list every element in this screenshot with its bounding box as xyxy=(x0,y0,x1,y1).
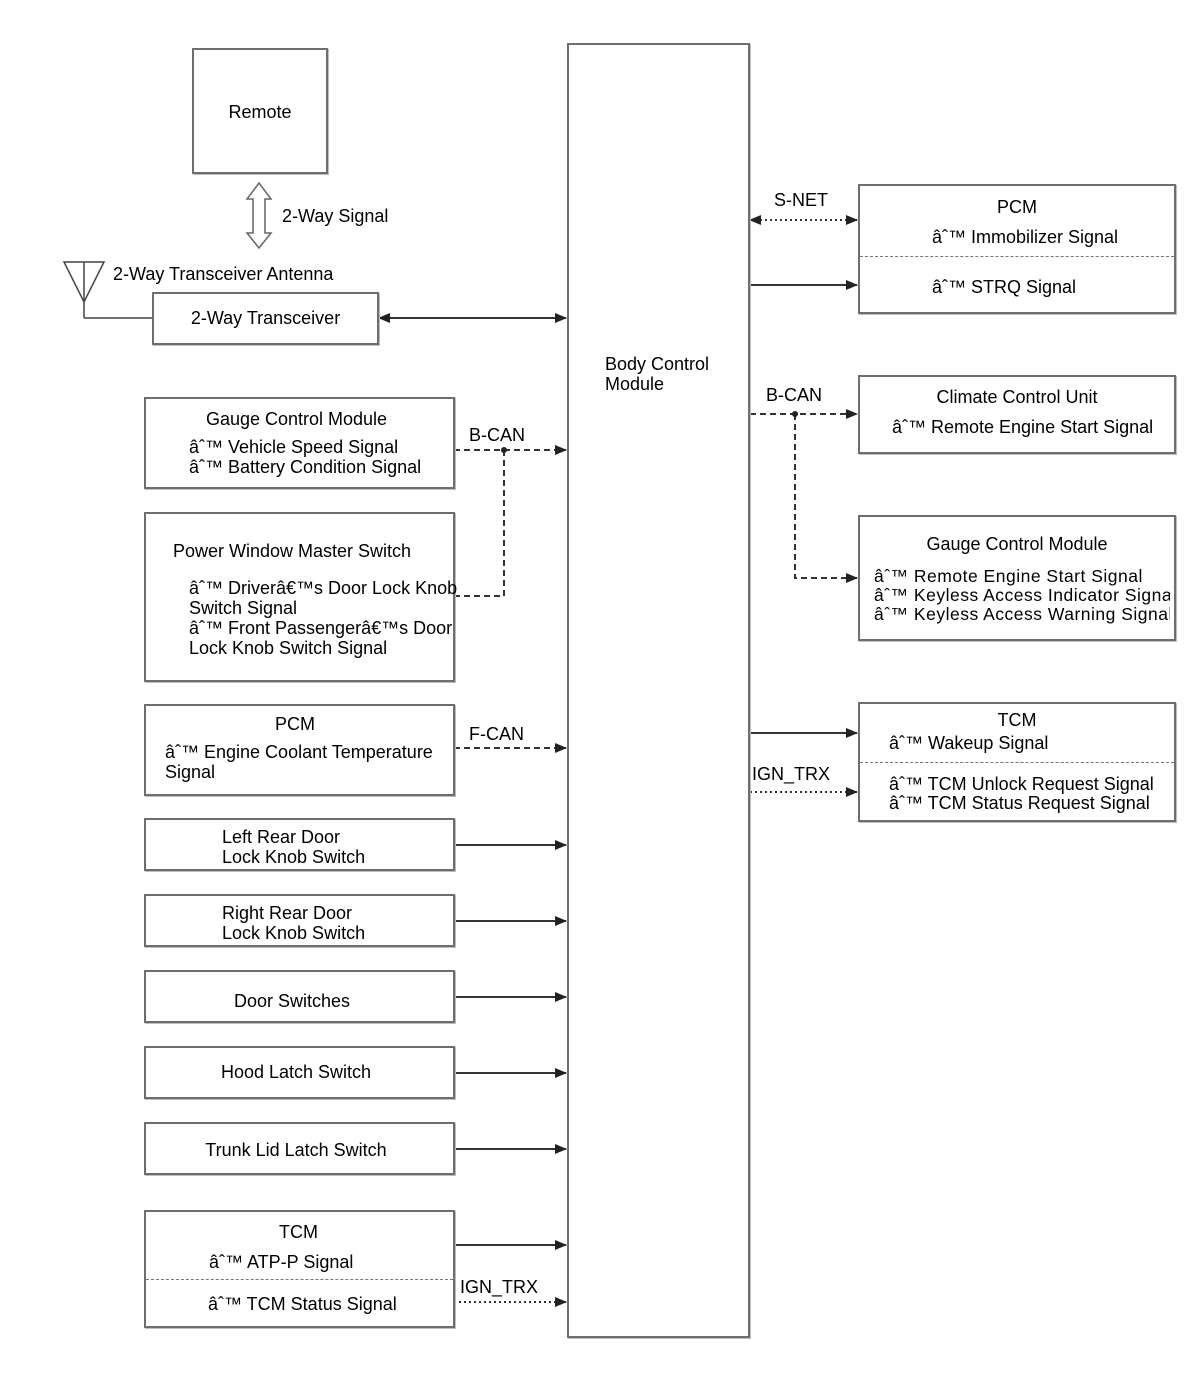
right-ign-trx-label: IGN_TRX xyxy=(752,764,831,784)
left-pcm-title: PCM xyxy=(275,714,315,734)
left-ign-trx-label: IGN_TRX xyxy=(460,1277,539,1297)
trunk-title: Trunk Lid Latch Switch xyxy=(205,1140,387,1160)
left-gauge-title: Gauge Control Module xyxy=(205,409,388,429)
doorsw-box: Door Switches xyxy=(144,970,455,1023)
left-tcm-line-1: âˆ™ ATP-P Signal xyxy=(209,1252,354,1272)
antenna-label: 2-Way Transceiver Antenna xyxy=(113,264,334,284)
pwms-title: Power Window Master Switch xyxy=(173,541,412,561)
left-pcm-line-1: âˆ™ Engine Coolant Temperature xyxy=(165,742,433,762)
climate-line-1: âˆ™ Remote Engine Start Signal xyxy=(892,417,1154,437)
remote-box: Remote xyxy=(192,48,328,174)
lrdoor-box: Left Rear Door Lock Knob Switch xyxy=(144,818,455,871)
pwms-line-2: Switch Signal xyxy=(189,598,298,618)
remote-title: Remote xyxy=(228,102,292,122)
left-bcan-label: B-CAN xyxy=(469,425,526,445)
right-pcm-box: PCM âˆ™ Immobilizer Signal âˆ™ STRQ Sign… xyxy=(858,184,1176,314)
right-tcm-line-2: âˆ™ TCM Unlock Request Signal xyxy=(889,774,1154,794)
right-gauge-line-3: âˆ™ Keyless Access Warning Signal xyxy=(874,604,1170,624)
right-tcm-separator xyxy=(860,762,1174,763)
left-tcm-separator xyxy=(146,1279,453,1280)
right-pcm-separator xyxy=(860,256,1174,257)
left-tcm-line-2: âˆ™ TCM Status Signal xyxy=(208,1294,397,1314)
right-gauge-line-2: âˆ™ Keyless Access Indicator Signal xyxy=(874,585,1170,605)
rrdoor-box: Right Rear Door Lock Knob Switch xyxy=(144,894,455,947)
pwms-line-3: âˆ™ Front Passengerâ€™s Door xyxy=(189,618,453,638)
right-bcan-label: B-CAN xyxy=(766,385,823,405)
rrdoor-line-2: Lock Knob Switch xyxy=(222,923,366,943)
pwms-line-4: Lock Knob Switch Signal xyxy=(189,638,388,658)
right-tcm-line-1: âˆ™ Wakeup Signal xyxy=(889,733,1049,753)
left-tcm-title: TCM xyxy=(279,1222,318,1242)
lrdoor-line-2: Lock Knob Switch xyxy=(222,847,366,867)
right-tcm-line-3: âˆ™ TCM Status Request Signal xyxy=(889,793,1150,813)
doorsw-title: Door Switches xyxy=(233,991,351,1011)
gauge-right-bcan-line xyxy=(794,414,858,583)
pwms-box: Power Window Master Switch âˆ™ Driverâ€™… xyxy=(144,512,458,682)
right-tcm-box: TCM âˆ™ Wakeup Signal âˆ™ TCM Unlock Req… xyxy=(858,702,1176,822)
pwms-bcan-line xyxy=(454,450,505,597)
right-pcm-line-2: âˆ™ STRQ Signal xyxy=(932,277,1077,297)
left-pcm-line-2: Signal xyxy=(165,762,216,782)
two-way-signal-arrow xyxy=(245,181,273,250)
hood-box: Hood Latch Switch xyxy=(144,1046,455,1099)
rrdoor-line-1: Right Rear Door xyxy=(222,903,353,923)
left-gauge-box: Gauge Control Module âˆ™ Vehicle Speed S… xyxy=(144,397,455,489)
climate-title: Climate Control Unit xyxy=(936,387,1098,407)
two-way-signal-label: 2-Way Signal xyxy=(282,206,389,226)
right-gauge-box: Gauge Control Module âˆ™ Remote Engine S… xyxy=(858,515,1176,641)
transceiver-box: 2-Way Transceiver xyxy=(152,292,379,345)
climate-box: Climate Control Unit âˆ™ Remote Engine S… xyxy=(858,375,1176,454)
left-tcm-box: TCM âˆ™ ATP-P Signal âˆ™ TCM Status Sign… xyxy=(144,1210,455,1328)
right-pcm-title: PCM xyxy=(997,197,1037,217)
hood-title: Hood Latch Switch xyxy=(220,1062,372,1082)
bcm-title: Body Control Module xyxy=(605,354,710,394)
left-pcm-box: PCM âˆ™ Engine Coolant Temperature Signa… xyxy=(144,704,455,796)
fcan-label: F-CAN xyxy=(469,724,524,744)
left-gauge-line-2: âˆ™ Battery Condition Signal xyxy=(189,457,422,477)
lrdoor-line-1: Left Rear Door xyxy=(222,827,341,847)
right-pcm-line-1: âˆ™ Immobilizer Signal xyxy=(932,227,1119,247)
right-tcm-title: TCM xyxy=(997,710,1037,730)
right-gauge-title: Gauge Control Module xyxy=(926,534,1108,554)
right-gauge-line-1: âˆ™ Remote Engine Start Signal xyxy=(874,566,1143,586)
transceiver-title: 2-Way Transceiver xyxy=(190,308,341,328)
pwms-line-1: âˆ™ Driverâ€™s Door Lock Knob xyxy=(189,578,458,598)
snet-label: S-NET xyxy=(774,190,828,210)
body-control-module: Body Control Module xyxy=(567,43,750,1338)
left-gauge-line-1: âˆ™ Vehicle Speed Signal xyxy=(189,437,399,457)
trunk-box: Trunk Lid Latch Switch xyxy=(144,1122,455,1175)
